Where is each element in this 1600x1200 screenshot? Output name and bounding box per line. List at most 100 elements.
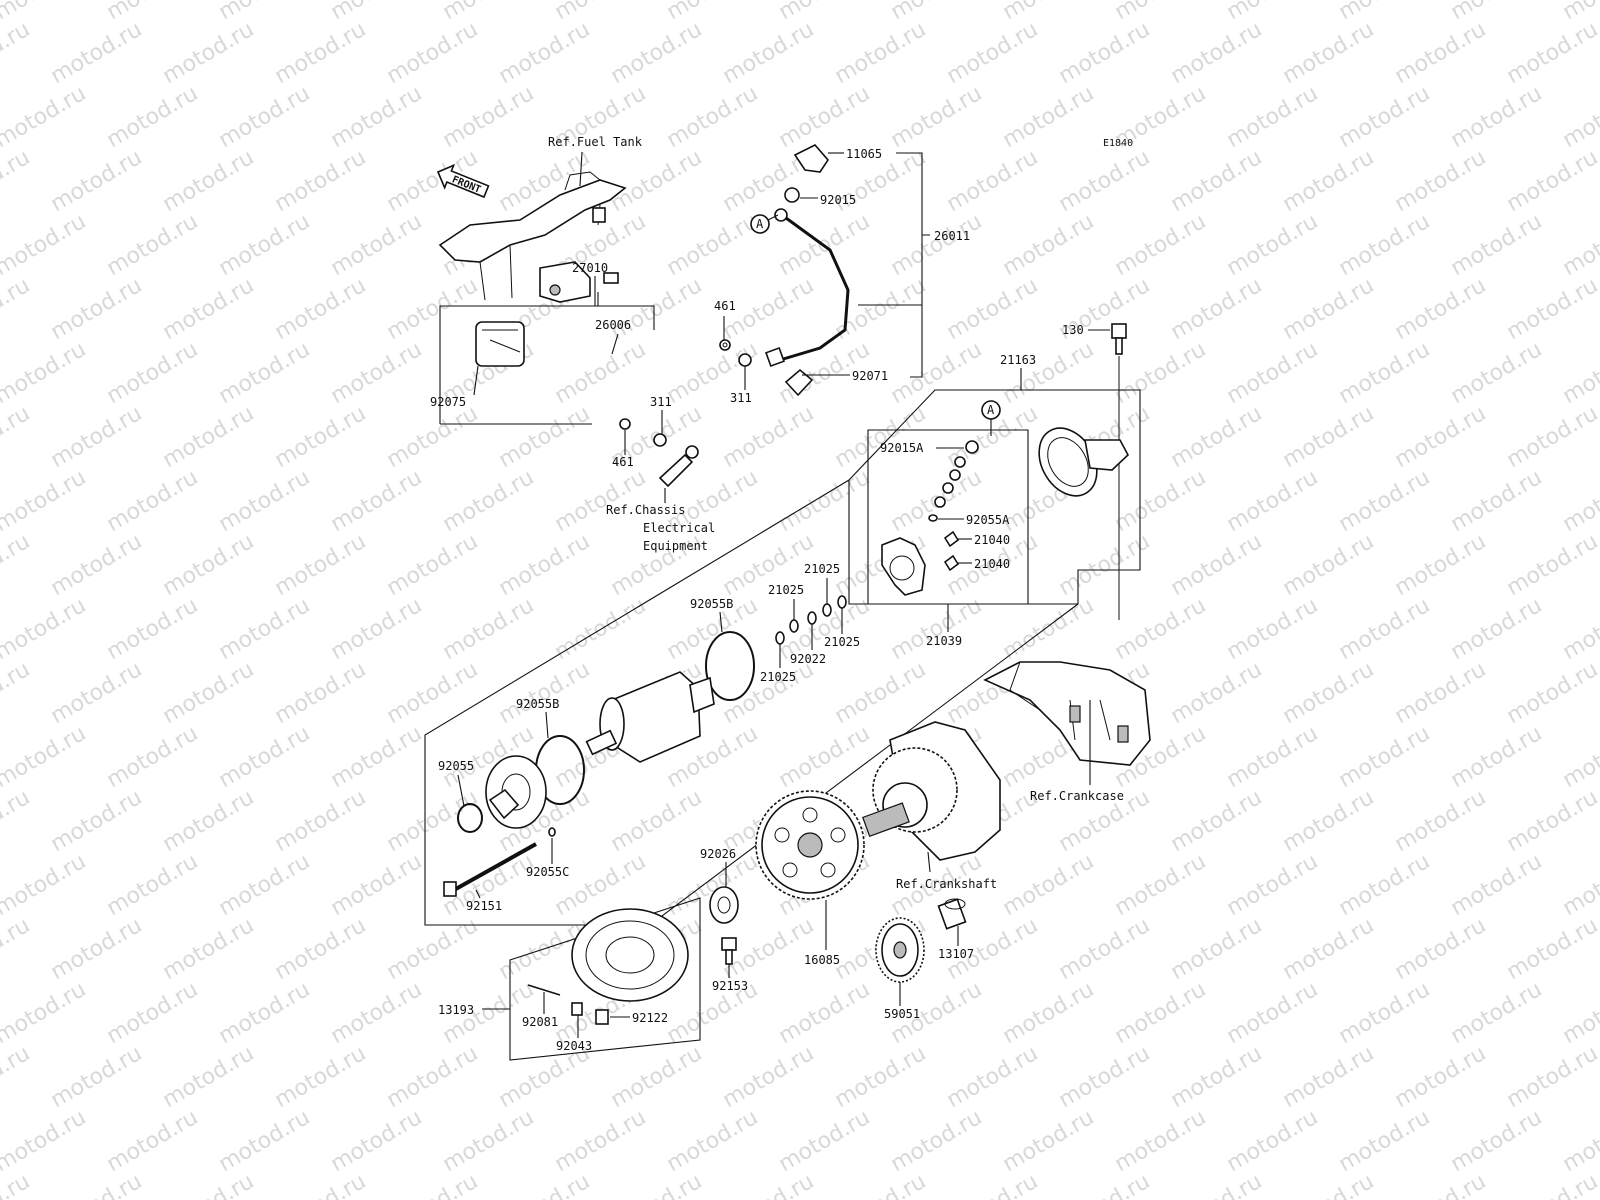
watermark-text: motod.ru <box>1391 145 1491 217</box>
part-92043: 92043 <box>556 1039 592 1053</box>
watermark-text: motod.ru <box>0 529 34 601</box>
watermark-text: motod.ru <box>103 977 203 1049</box>
watermark-text: motod.ru <box>719 1169 819 1200</box>
watermark-text: motod.ru <box>47 17 147 89</box>
watermark-text: motod.ru <box>1335 849 1435 921</box>
watermark-text: motod.ru <box>1223 977 1323 1049</box>
watermark-text: motod.ru <box>0 145 34 217</box>
watermark-text: motod.ru <box>551 0 651 25</box>
watermark-text: motod.ru <box>719 17 819 89</box>
watermark-text: motod.ru <box>1167 785 1267 857</box>
watermark-text: motod.ru <box>1279 17 1379 89</box>
watermark-text: motod.ru <box>607 1041 707 1113</box>
watermark-text: motod.ru <box>47 785 147 857</box>
watermark-text: motod.ru <box>271 1169 371 1200</box>
part-11065: 11065 <box>846 147 882 161</box>
fuse <box>603 272 619 284</box>
watermark-text: motod.ru <box>1503 657 1600 729</box>
watermark-text: motod.ru <box>327 593 427 665</box>
watermark-text: motod.ru <box>215 0 315 25</box>
watermark-text: motod.ru <box>1559 977 1600 1049</box>
watermark-text: motod.ru <box>1279 913 1379 985</box>
watermark-text: motod.ru <box>47 401 147 473</box>
relay-case <box>475 321 525 367</box>
ref-crankcase-label: Ref.Crankcase <box>1030 789 1124 803</box>
watermark-text: motod.ru <box>775 0 875 25</box>
watermark-text: motod.ru <box>831 1169 931 1200</box>
watermark-text: motod.ru <box>1391 657 1491 729</box>
watermark-text: motod.ru <box>1335 465 1435 537</box>
watermark-text: motod.ru <box>47 145 147 217</box>
watermark-text: motod.ru <box>215 721 315 793</box>
watermark-text: motod.ru <box>0 465 90 537</box>
watermark-text: motod.ru <box>439 81 539 153</box>
part-92055A: 92055A <box>966 513 1010 527</box>
watermark-text: motod.ru <box>775 465 875 537</box>
watermark-text: motod.ru <box>1167 145 1267 217</box>
watermark-text: motod.ru <box>831 17 931 89</box>
watermark-text: motod.ru <box>0 17 34 89</box>
watermark-text: motod.ru <box>47 273 147 345</box>
watermark-text: motod.ru <box>1335 0 1435 25</box>
watermark-text: motod.ru <box>663 0 763 25</box>
watermark-text: motod.ru <box>1279 785 1379 857</box>
watermark-text: motod.ru <box>1503 17 1600 89</box>
watermark-text: motod.ru <box>831 1041 931 1113</box>
part-92055C: 92055C <box>526 865 569 879</box>
watermark-text: motod.ru <box>103 81 203 153</box>
watermark-text: motod.ru <box>439 0 539 25</box>
watermark-text: motod.ru <box>0 1105 90 1177</box>
watermark-text: motod.ru <box>327 337 427 409</box>
part-27010: 27010 <box>572 261 608 275</box>
watermark-text: motod.ru <box>271 529 371 601</box>
watermark-text: motod.ru <box>439 593 539 665</box>
watermark-text: motod.ru <box>1391 1169 1491 1200</box>
watermark-text: motod.ru <box>383 785 483 857</box>
watermark-text: motod.ru <box>1167 401 1267 473</box>
watermark-text: motod.ru <box>775 977 875 1049</box>
watermark-text: motod.ru <box>215 849 315 921</box>
callout-a-top: A <box>750 214 770 234</box>
watermark-text: motod.ru <box>1335 977 1435 1049</box>
watermark-text: motod.ru <box>1391 1041 1491 1113</box>
starter-relay-bracket <box>438 171 627 301</box>
part-92151: 92151 <box>466 899 502 913</box>
watermark-text: motod.ru <box>1335 209 1435 281</box>
watermark-text: motod.ru <box>1055 1041 1155 1113</box>
watermark-text: motod.ru <box>719 401 819 473</box>
watermark-text: motod.ru <box>1447 81 1547 153</box>
watermark-text: motod.ru <box>159 785 259 857</box>
part-26011: 26011 <box>934 229 970 243</box>
brush-holder-parts <box>881 440 979 596</box>
svg-text:A: A <box>987 403 995 417</box>
watermark-text: motod.ru <box>999 977 1099 1049</box>
watermark-text: motod.ru <box>383 401 483 473</box>
watermark-text: motod.ru <box>999 1105 1099 1177</box>
watermark-text: motod.ru <box>495 401 595 473</box>
watermark-text: motod.ru <box>327 209 427 281</box>
watermark-text: motod.ru <box>999 209 1099 281</box>
watermark-text: motod.ru <box>0 849 90 921</box>
part-21040-a: 21040 <box>974 533 1010 547</box>
watermark-text: motod.ru <box>887 337 987 409</box>
watermark-text: motod.ru <box>1559 0 1600 25</box>
watermark-text: motod.ru <box>1055 529 1155 601</box>
watermark-text: motod.ru <box>159 913 259 985</box>
watermark-text: motod.ru <box>215 81 315 153</box>
watermark-text: motod.ru <box>1111 0 1211 25</box>
watermark-text: motod.ru <box>1279 401 1379 473</box>
watermark-text: motod.ru <box>607 785 707 857</box>
watermark-text: motod.ru <box>1279 145 1379 217</box>
watermark-text: motod.ru <box>1503 273 1600 345</box>
watermark-text: motod.ru <box>159 657 259 729</box>
watermark-text: motod.ru <box>1503 145 1600 217</box>
watermark-text: motod.ru <box>1335 721 1435 793</box>
part-92153: 92153 <box>712 979 748 993</box>
watermark-text: motod.ru <box>159 273 259 345</box>
part-16085: 16085 <box>804 953 840 967</box>
watermark-text: motod.ru <box>271 913 371 985</box>
ref-fuel-tank-label: Ref.Fuel Tank <box>548 135 643 149</box>
watermark-text: motod.ru <box>1223 721 1323 793</box>
crankcase <box>983 661 1151 766</box>
watermark-text: motod.ru <box>1391 17 1491 89</box>
